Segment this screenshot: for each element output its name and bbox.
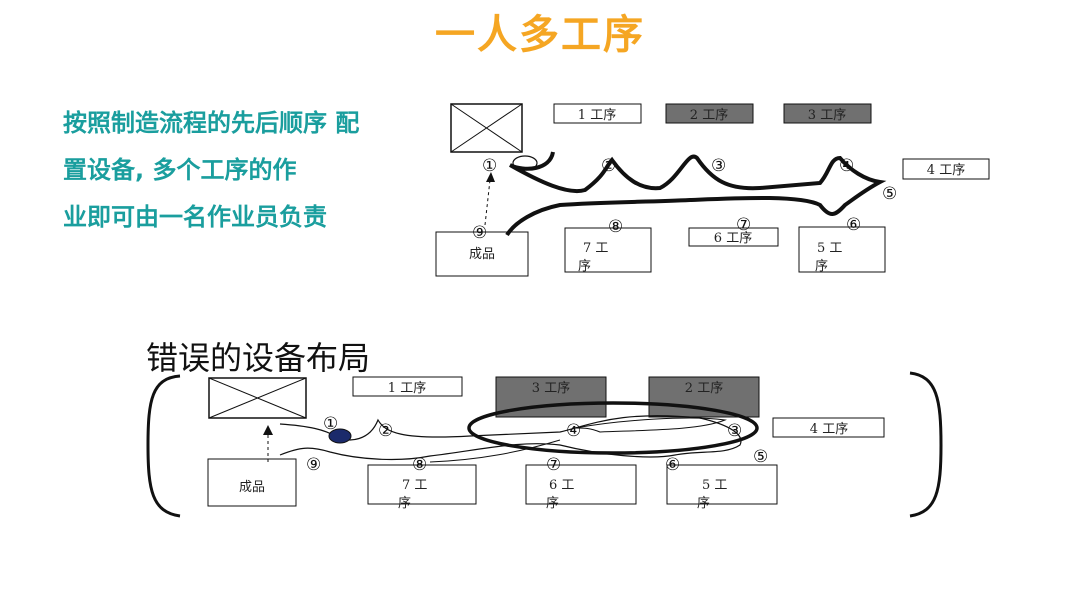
top-finished-box: 成品 <box>435 231 529 277</box>
top-process-2-label: 2 工序 <box>690 108 728 123</box>
top-dashed-arrow <box>484 172 495 226</box>
description-line-3: 业即可由一名作业员负责 <box>63 203 327 231</box>
bottom-process-2-box: 2 工序 <box>648 376 760 418</box>
top-process-6-label: 6 工序 <box>714 231 752 246</box>
top-step-4: ④ <box>839 156 854 176</box>
bottom-left-bracket <box>146 374 181 518</box>
top-process-5-box: 5 工 序 <box>798 226 886 274</box>
top-material-box <box>450 103 523 153</box>
top-process-4-label: 4 工序 <box>927 163 965 178</box>
page-title: 一人多工序 <box>435 12 645 58</box>
bottom-flow-path-b <box>574 417 727 433</box>
bottom-dashed-arrow <box>263 425 273 462</box>
bottom-finished-label: 成品 <box>239 480 265 495</box>
top-process-1-label: 1 工序 <box>578 108 616 123</box>
top-step-1: ① <box>482 156 497 176</box>
top-process-7-label: 7 工 <box>583 241 608 256</box>
bottom-flow-path-c <box>429 439 561 463</box>
top-step-3: ③ <box>711 156 726 176</box>
bottom-process-1-label: 1 工序 <box>388 381 426 396</box>
bottom-flow-path-a <box>279 415 742 461</box>
top-process-5-label-2: 序 <box>815 259 828 274</box>
bottom-process-4-label: 4 工序 <box>810 422 848 437</box>
top-diagram: 1 工序 2 工序 3 工序 4 工序 6 工序 7 工 序 5 工 序 <box>435 103 990 277</box>
bottom-step-3: ③ <box>727 421 742 441</box>
bottom-step-7: ⑦ <box>546 455 561 475</box>
bottom-finished-box: 成品 <box>207 458 297 507</box>
top-process-7-box: 7 工 序 <box>564 227 652 274</box>
top-flow-path <box>505 151 887 237</box>
bottom-process-5-label-2: 序 <box>697 496 710 511</box>
bottom-step-8: ⑧ <box>412 455 427 475</box>
bottom-step-6: ⑥ <box>665 455 680 475</box>
top-step-7: ⑦ <box>736 215 751 235</box>
bottom-process-1-box: 1 工序 <box>352 376 463 397</box>
bottom-step-4: ④ <box>566 421 581 441</box>
top-small-loop <box>512 155 538 171</box>
bottom-process-7-label-2: 序 <box>398 496 411 511</box>
top-process-2-box: 2 工序 <box>665 103 754 124</box>
top-process-7-label-2: 序 <box>578 259 591 274</box>
bottom-process-6-label-2: 序 <box>546 496 559 511</box>
bottom-worker-blob <box>328 428 352 444</box>
bottom-process-5-label: 5 工 <box>702 478 727 493</box>
bottom-step-1: ① <box>323 414 338 434</box>
top-step-5: ⑤ <box>882 184 897 204</box>
top-step-6: ⑥ <box>846 215 861 235</box>
top-process-4-box: 4 工序 <box>902 158 990 180</box>
bottom-emphasis-ellipse <box>467 401 759 455</box>
bottom-process-7-label: 7 工 <box>402 478 427 493</box>
top-step-9: ⑨ <box>472 223 487 243</box>
top-finished-label: 成品 <box>469 247 495 262</box>
top-process-1-box: 1 工序 <box>553 103 642 124</box>
top-process-3-label: 3 工序 <box>808 108 846 123</box>
bottom-diagram: 1 工序 3 工序 2 工序 4 工序 成品 7 工 序 6 工 序 <box>146 371 943 518</box>
bottom-process-5-box: 5 工 序 <box>666 464 778 511</box>
top-step-8: ⑧ <box>608 217 623 237</box>
bottom-process-3-label: 3 工序 <box>532 381 570 396</box>
bottom-step-5: ⑤ <box>753 447 768 467</box>
top-process-5-label: 5 工 <box>817 241 842 256</box>
description-line-1: 按照制造流程的先后顺序 配 <box>63 109 360 137</box>
bottom-material-box <box>208 377 307 419</box>
bottom-step-2: ② <box>378 421 393 441</box>
wrong-layout-title: 错误的设备布局 <box>146 339 371 377</box>
bottom-process-4-box: 4 工序 <box>772 417 885 438</box>
bottom-right-bracket <box>909 371 943 518</box>
bottom-step-9: ⑨ <box>306 455 321 475</box>
top-process-6-box: 6 工序 <box>688 227 779 247</box>
description: 按照制造流程的先后顺序 配 置设备, 多个工序的作 业即可由一名作业员负责 <box>63 100 413 241</box>
bottom-process-2-label: 2 工序 <box>685 381 723 396</box>
bottom-process-7-box: 7 工 序 <box>367 464 477 511</box>
bottom-process-6-box: 6 工 序 <box>525 464 637 511</box>
top-step-2: ② <box>601 156 616 176</box>
description-line-2: 置设备, 多个工序的作 <box>63 156 297 184</box>
bottom-process-6-label: 6 工 <box>549 478 574 493</box>
top-process-3-box: 3 工序 <box>783 103 872 124</box>
